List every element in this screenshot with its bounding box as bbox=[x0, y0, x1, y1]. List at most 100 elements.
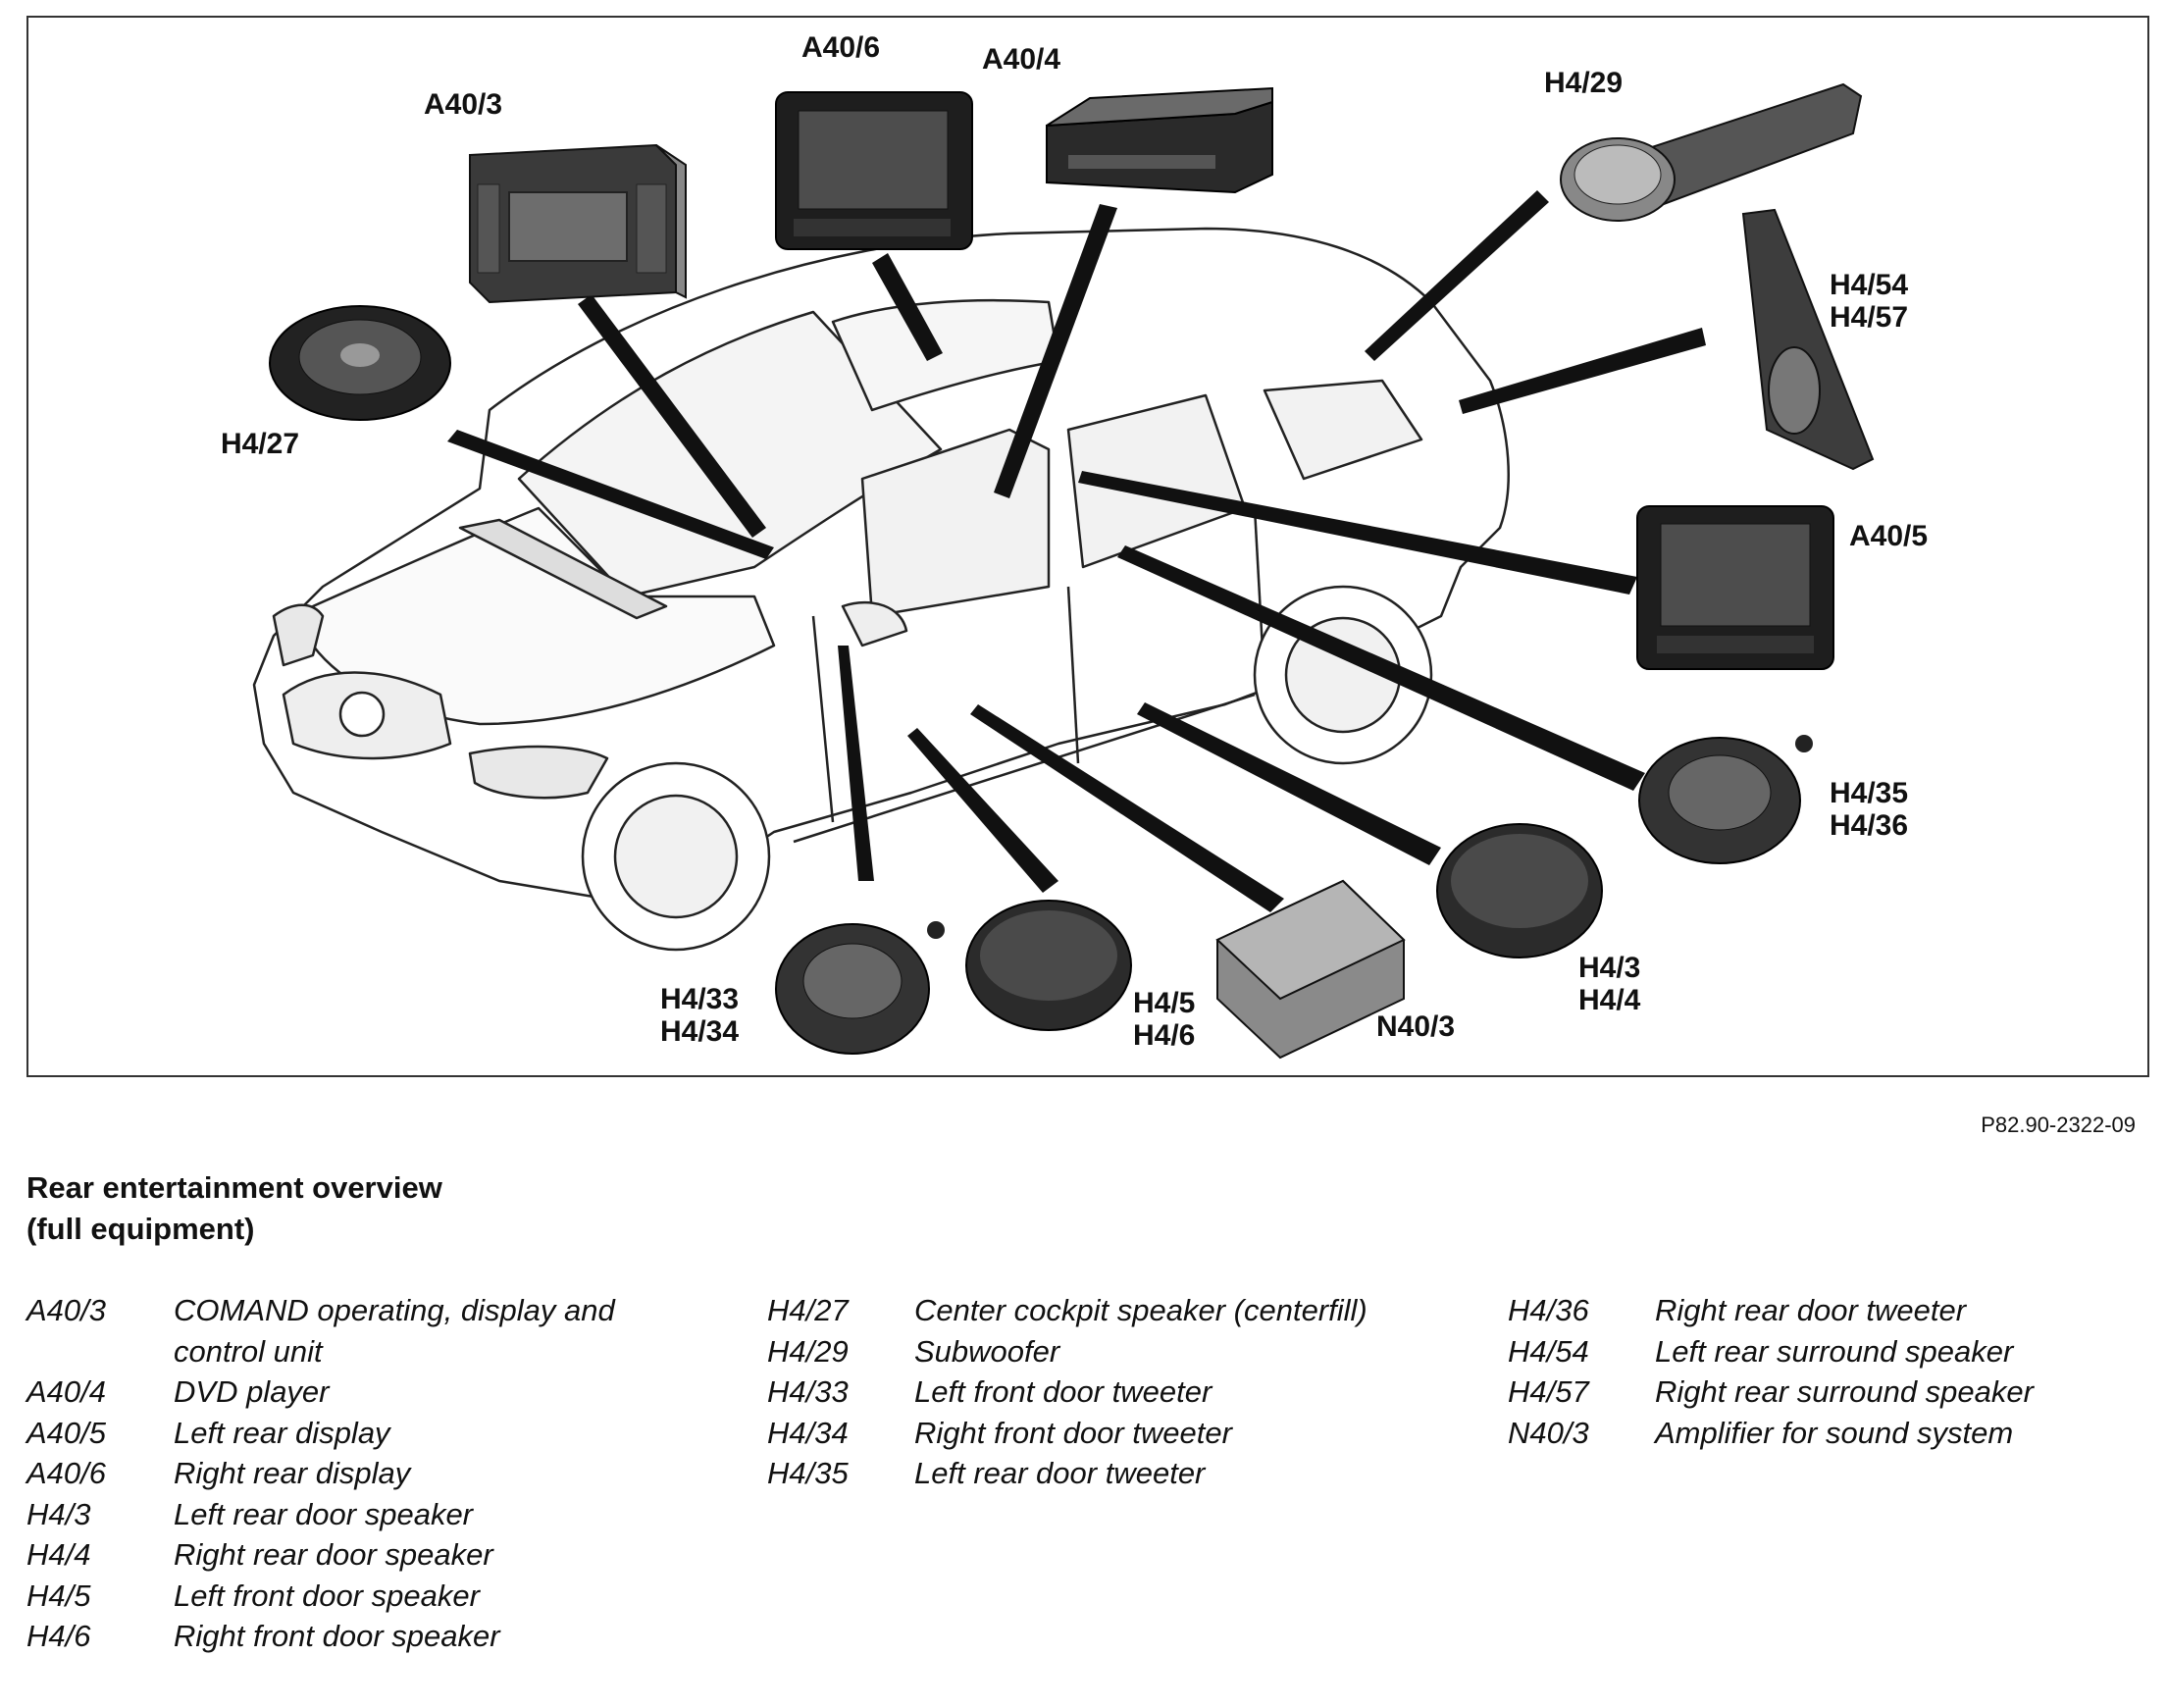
legend-code: H4/3 bbox=[26, 1496, 91, 1531]
car-quarter-window bbox=[1263, 379, 1423, 481]
legend-code: H4/57 bbox=[1508, 1374, 1589, 1409]
rear-door-speaker-h4-3-4 bbox=[1436, 823, 1603, 958]
legend-row: H4/35 Left rear door tweeter bbox=[767, 1453, 1415, 1494]
car-headlight-left bbox=[468, 745, 609, 800]
amplifier-n40-3 bbox=[1215, 879, 1406, 1060]
component-diagram bbox=[252, 82, 1875, 1060]
front-door-speaker-h4-5-6 bbox=[965, 900, 1132, 1031]
legend-code: H4/27 bbox=[767, 1293, 849, 1327]
legend-code: H4/4 bbox=[26, 1537, 91, 1572]
legend-description: Left front door tweeter bbox=[914, 1374, 1212, 1409]
legend-row: H4/29 Subwoofer bbox=[767, 1331, 1415, 1372]
legend-description: DVD player bbox=[174, 1374, 330, 1409]
legend-code: H4/33 bbox=[767, 1374, 849, 1409]
leader-a40-3 bbox=[578, 294, 766, 538]
label-h4-33-34: H4/33 H4/34 bbox=[660, 983, 740, 1048]
legend-code: H4/54 bbox=[1508, 1333, 1589, 1369]
label-h4-35-36: H4/35 H4/36 bbox=[1830, 777, 1909, 842]
figure-frame: A40/3 A40/6 A40/4 H4/29 H4/54 H4/57 H4/2… bbox=[26, 16, 2149, 1077]
label-h4-5-6: H4/5 H4/6 bbox=[1133, 987, 1196, 1052]
label-h4-54-57: H4/54 H4/57 bbox=[1830, 269, 1909, 334]
legend-description: Left rear surround speaker bbox=[1655, 1333, 2014, 1369]
leader-a40-6 bbox=[872, 253, 943, 361]
legend-row: H4/27 Center cockpit speaker (centerfill) bbox=[767, 1290, 1415, 1331]
leader-h4-35 bbox=[1117, 545, 1645, 791]
legend-description: Subwoofer bbox=[914, 1333, 1060, 1369]
legend-row: A40/4 DVD player bbox=[26, 1372, 674, 1413]
car-badge bbox=[338, 691, 386, 738]
leader-a40-4 bbox=[994, 204, 1117, 498]
car-windshield bbox=[517, 310, 943, 598]
legend-row: H4/36 Right rear door tweeter bbox=[1508, 1290, 2155, 1331]
legend-description: Right rear door tweeter bbox=[1655, 1293, 1967, 1327]
legend-description: COMAND operating, display and control un… bbox=[174, 1293, 615, 1369]
leader-n40-3 bbox=[970, 704, 1284, 912]
legend-description: Amplifier for sound system bbox=[1655, 1415, 2014, 1450]
legend-row: H4/34 Right front door tweeter bbox=[767, 1413, 1415, 1454]
car-illustration bbox=[252, 227, 1510, 952]
car-headlight-right bbox=[272, 603, 325, 667]
legend-code: A40/5 bbox=[26, 1415, 107, 1450]
legend-description: Right rear display bbox=[174, 1456, 411, 1490]
comand-unit-a40-3 bbox=[469, 143, 687, 304]
car-door-line-middle bbox=[1066, 586, 1080, 764]
legend-code: N40/3 bbox=[1508, 1415, 1589, 1450]
legend-row: A40/6 Right rear display bbox=[26, 1453, 674, 1494]
legend-code: A40/4 bbox=[26, 1374, 107, 1409]
car-front-wheel-rim bbox=[613, 794, 739, 919]
label-a40-6: A40/6 bbox=[801, 31, 881, 64]
legend-code: A40/3 bbox=[26, 1293, 107, 1327]
car-mirror bbox=[841, 601, 908, 647]
leader-a40-5 bbox=[1078, 471, 1637, 595]
leader-h4-27 bbox=[447, 430, 774, 559]
dvd-player-a40-4 bbox=[1046, 86, 1273, 194]
legend-description: Right front door tweeter bbox=[914, 1415, 1232, 1450]
legend-row: H4/4 Right rear door speaker bbox=[26, 1534, 674, 1576]
legend-row: H4/54 Left rear surround speaker bbox=[1508, 1331, 2155, 1372]
label-h4-27: H4/27 bbox=[221, 428, 300, 460]
legend-description: Right rear surround speaker bbox=[1655, 1374, 2034, 1409]
legend-code: A40/6 bbox=[26, 1456, 107, 1490]
legend-description: Center cockpit speaker (centerfill) bbox=[914, 1293, 1367, 1327]
left-rear-display-a40-5 bbox=[1636, 505, 1834, 670]
label-h4-29: H4/29 bbox=[1544, 67, 1624, 99]
leader-h4-5 bbox=[907, 728, 1058, 893]
center-speaker-h4-27 bbox=[269, 305, 451, 421]
legend-description: Right rear door speaker bbox=[174, 1537, 493, 1572]
car-door-line-front bbox=[811, 615, 835, 823]
legend-code: H4/5 bbox=[26, 1578, 91, 1613]
legend-code: H4/35 bbox=[767, 1456, 849, 1490]
leader-h4-54 bbox=[1459, 328, 1706, 414]
legend-description: Left rear door tweeter bbox=[914, 1456, 1206, 1490]
legend-description: Left rear door speaker bbox=[174, 1496, 474, 1531]
leader-lines bbox=[447, 190, 1706, 912]
surround-speaker-h4-54-57 bbox=[1741, 208, 1875, 471]
legend-row: A40/5 Left rear display bbox=[26, 1413, 674, 1454]
legend-row: N40/3 Amplifier for sound system bbox=[1508, 1413, 2155, 1454]
legend-row: H4/3 Left rear door speaker bbox=[26, 1494, 674, 1535]
leader-h4-3 bbox=[1137, 702, 1441, 865]
label-n40-3: N40/3 bbox=[1376, 1010, 1456, 1043]
car-roof-outline bbox=[252, 227, 1510, 903]
legend-row: H4/6 Right front door speaker bbox=[26, 1616, 674, 1657]
legend-row: H4/5 Left front door speaker bbox=[26, 1576, 674, 1617]
legend-row: A40/3 COMAND operating, display and contr… bbox=[26, 1290, 674, 1372]
front-tweeter-h4-33-34 bbox=[775, 921, 945, 1055]
car-hood-vent bbox=[458, 518, 668, 620]
leader-h4-29 bbox=[1365, 190, 1549, 361]
legend-code: H4/36 bbox=[1508, 1293, 1589, 1327]
label-a40-4: A40/4 bbox=[982, 43, 1061, 76]
legend-description: Left front door speaker bbox=[174, 1578, 480, 1613]
legend-description: Left rear display bbox=[174, 1415, 390, 1450]
legend-description: Right front door speaker bbox=[174, 1619, 500, 1653]
legend-code: H4/6 bbox=[26, 1619, 91, 1653]
legend-column: A40/3 COMAND operating, display and contr… bbox=[26, 1290, 674, 1657]
label-a40-5: A40/5 bbox=[1849, 520, 1929, 552]
legend-row: H4/57 Right rear surround speaker bbox=[1508, 1372, 2155, 1413]
car-sunroof bbox=[831, 298, 1060, 412]
legend-code: H4/34 bbox=[767, 1415, 849, 1450]
legend-column: H4/27 Center cockpit speaker (centerfill)… bbox=[767, 1290, 1415, 1494]
subwoofer-h4-29 bbox=[1560, 82, 1863, 222]
legend-code: H4/29 bbox=[767, 1333, 849, 1369]
